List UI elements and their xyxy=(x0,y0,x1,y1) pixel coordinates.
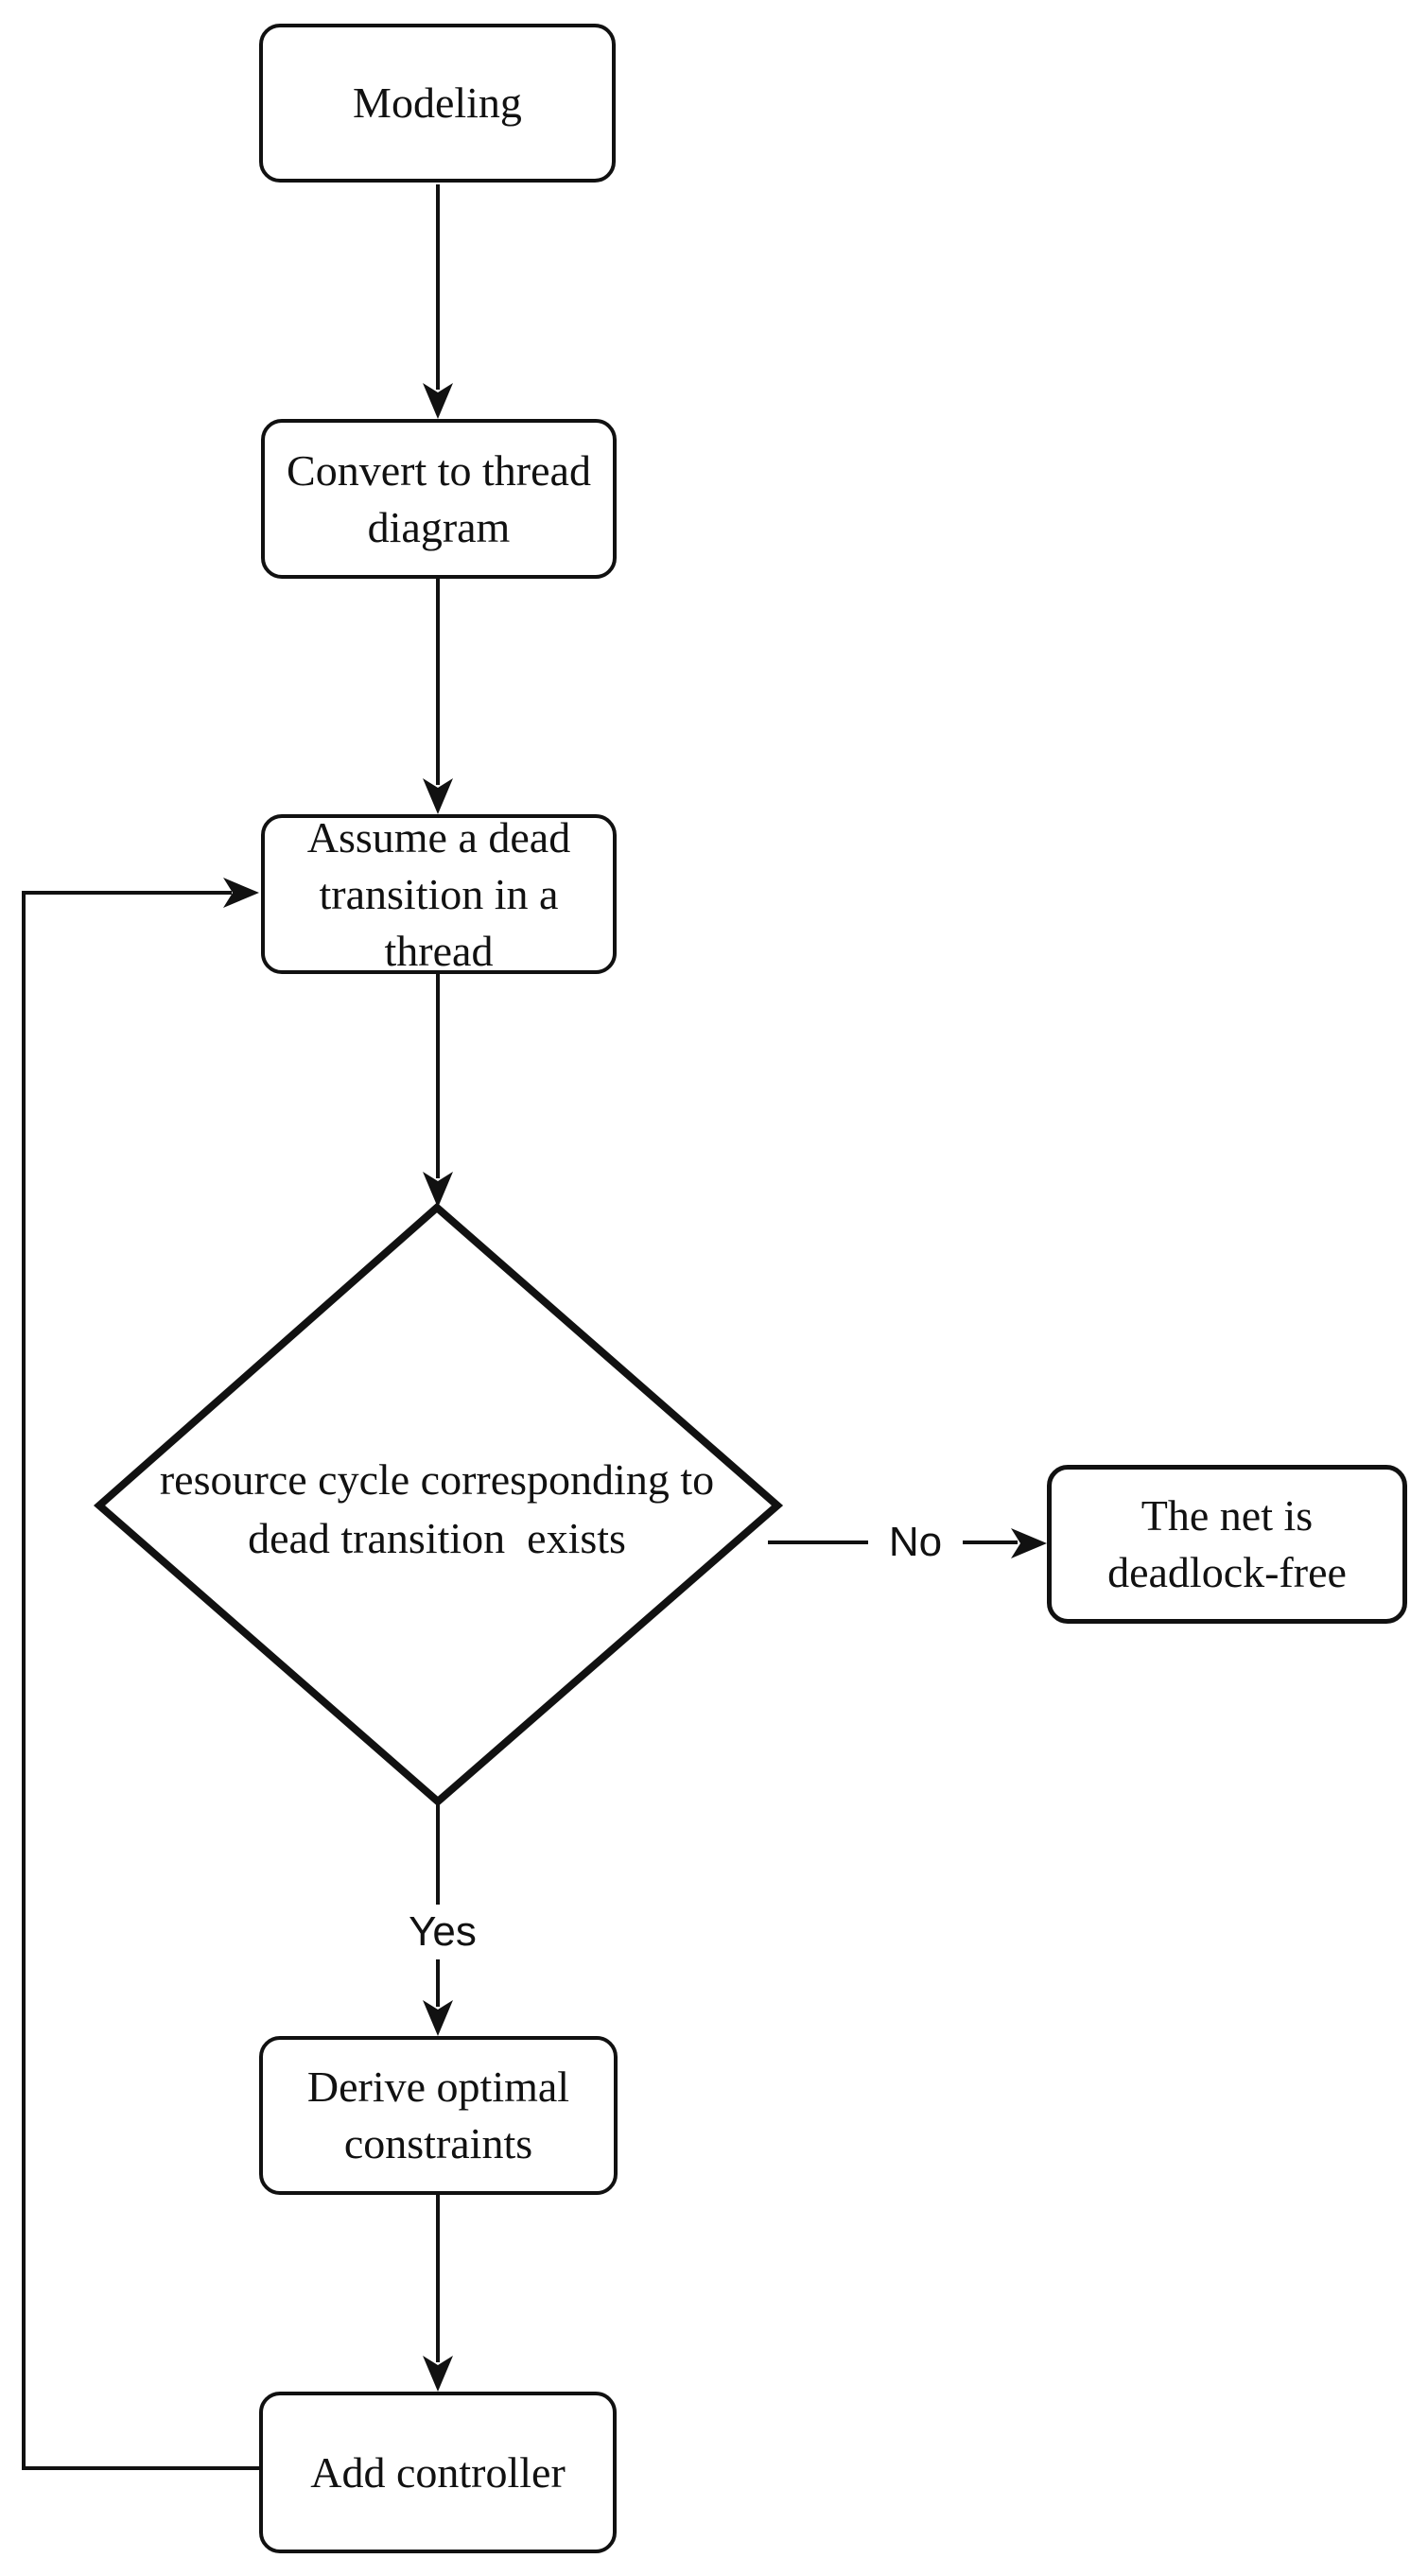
node-net-is-deadlock-free: The net is deadlock-free xyxy=(1047,1465,1407,1624)
decision-diamond-label: resource cycle corresponding to dead tra… xyxy=(159,1455,715,1562)
node-derive-label: Derive optimal constraints xyxy=(306,2063,570,2167)
arrowhead-right-icon xyxy=(223,878,259,908)
node-add-controller-label: Add controller xyxy=(310,2447,566,2497)
node-modeling: Modeling xyxy=(259,24,616,183)
edge-addcontroller-loop-to-assume xyxy=(22,891,259,2470)
node-deadlock-free-label: The net is deadlock-free xyxy=(1107,1491,1347,1596)
arrowhead-down-icon xyxy=(423,2000,453,2036)
arrowhead-down-icon xyxy=(423,2356,453,2392)
arrowhead-down-icon xyxy=(423,1172,453,1208)
arrowhead-down-icon xyxy=(423,383,453,419)
node-convert-to-thread-diagram: Convert to thread diagram xyxy=(261,419,617,579)
arrowhead-down-icon xyxy=(423,778,453,814)
node-assume-label: Assume a dead transition in a thread xyxy=(306,812,571,975)
node-convert-label: Convert to thread diagram xyxy=(287,445,591,551)
edge-label-yes: Yes xyxy=(393,1905,492,1959)
node-add-controller: Add controller xyxy=(259,2392,617,2553)
node-modeling-label: Modeling xyxy=(353,78,522,127)
arrowhead-right-icon xyxy=(1011,1528,1047,1558)
edge-label-no: No xyxy=(868,1515,963,1570)
node-assume-dead-transition: Assume a dead transition in a thread xyxy=(261,813,617,975)
node-derive-optimal-constraints: Derive optimal constraints xyxy=(259,2036,618,2195)
